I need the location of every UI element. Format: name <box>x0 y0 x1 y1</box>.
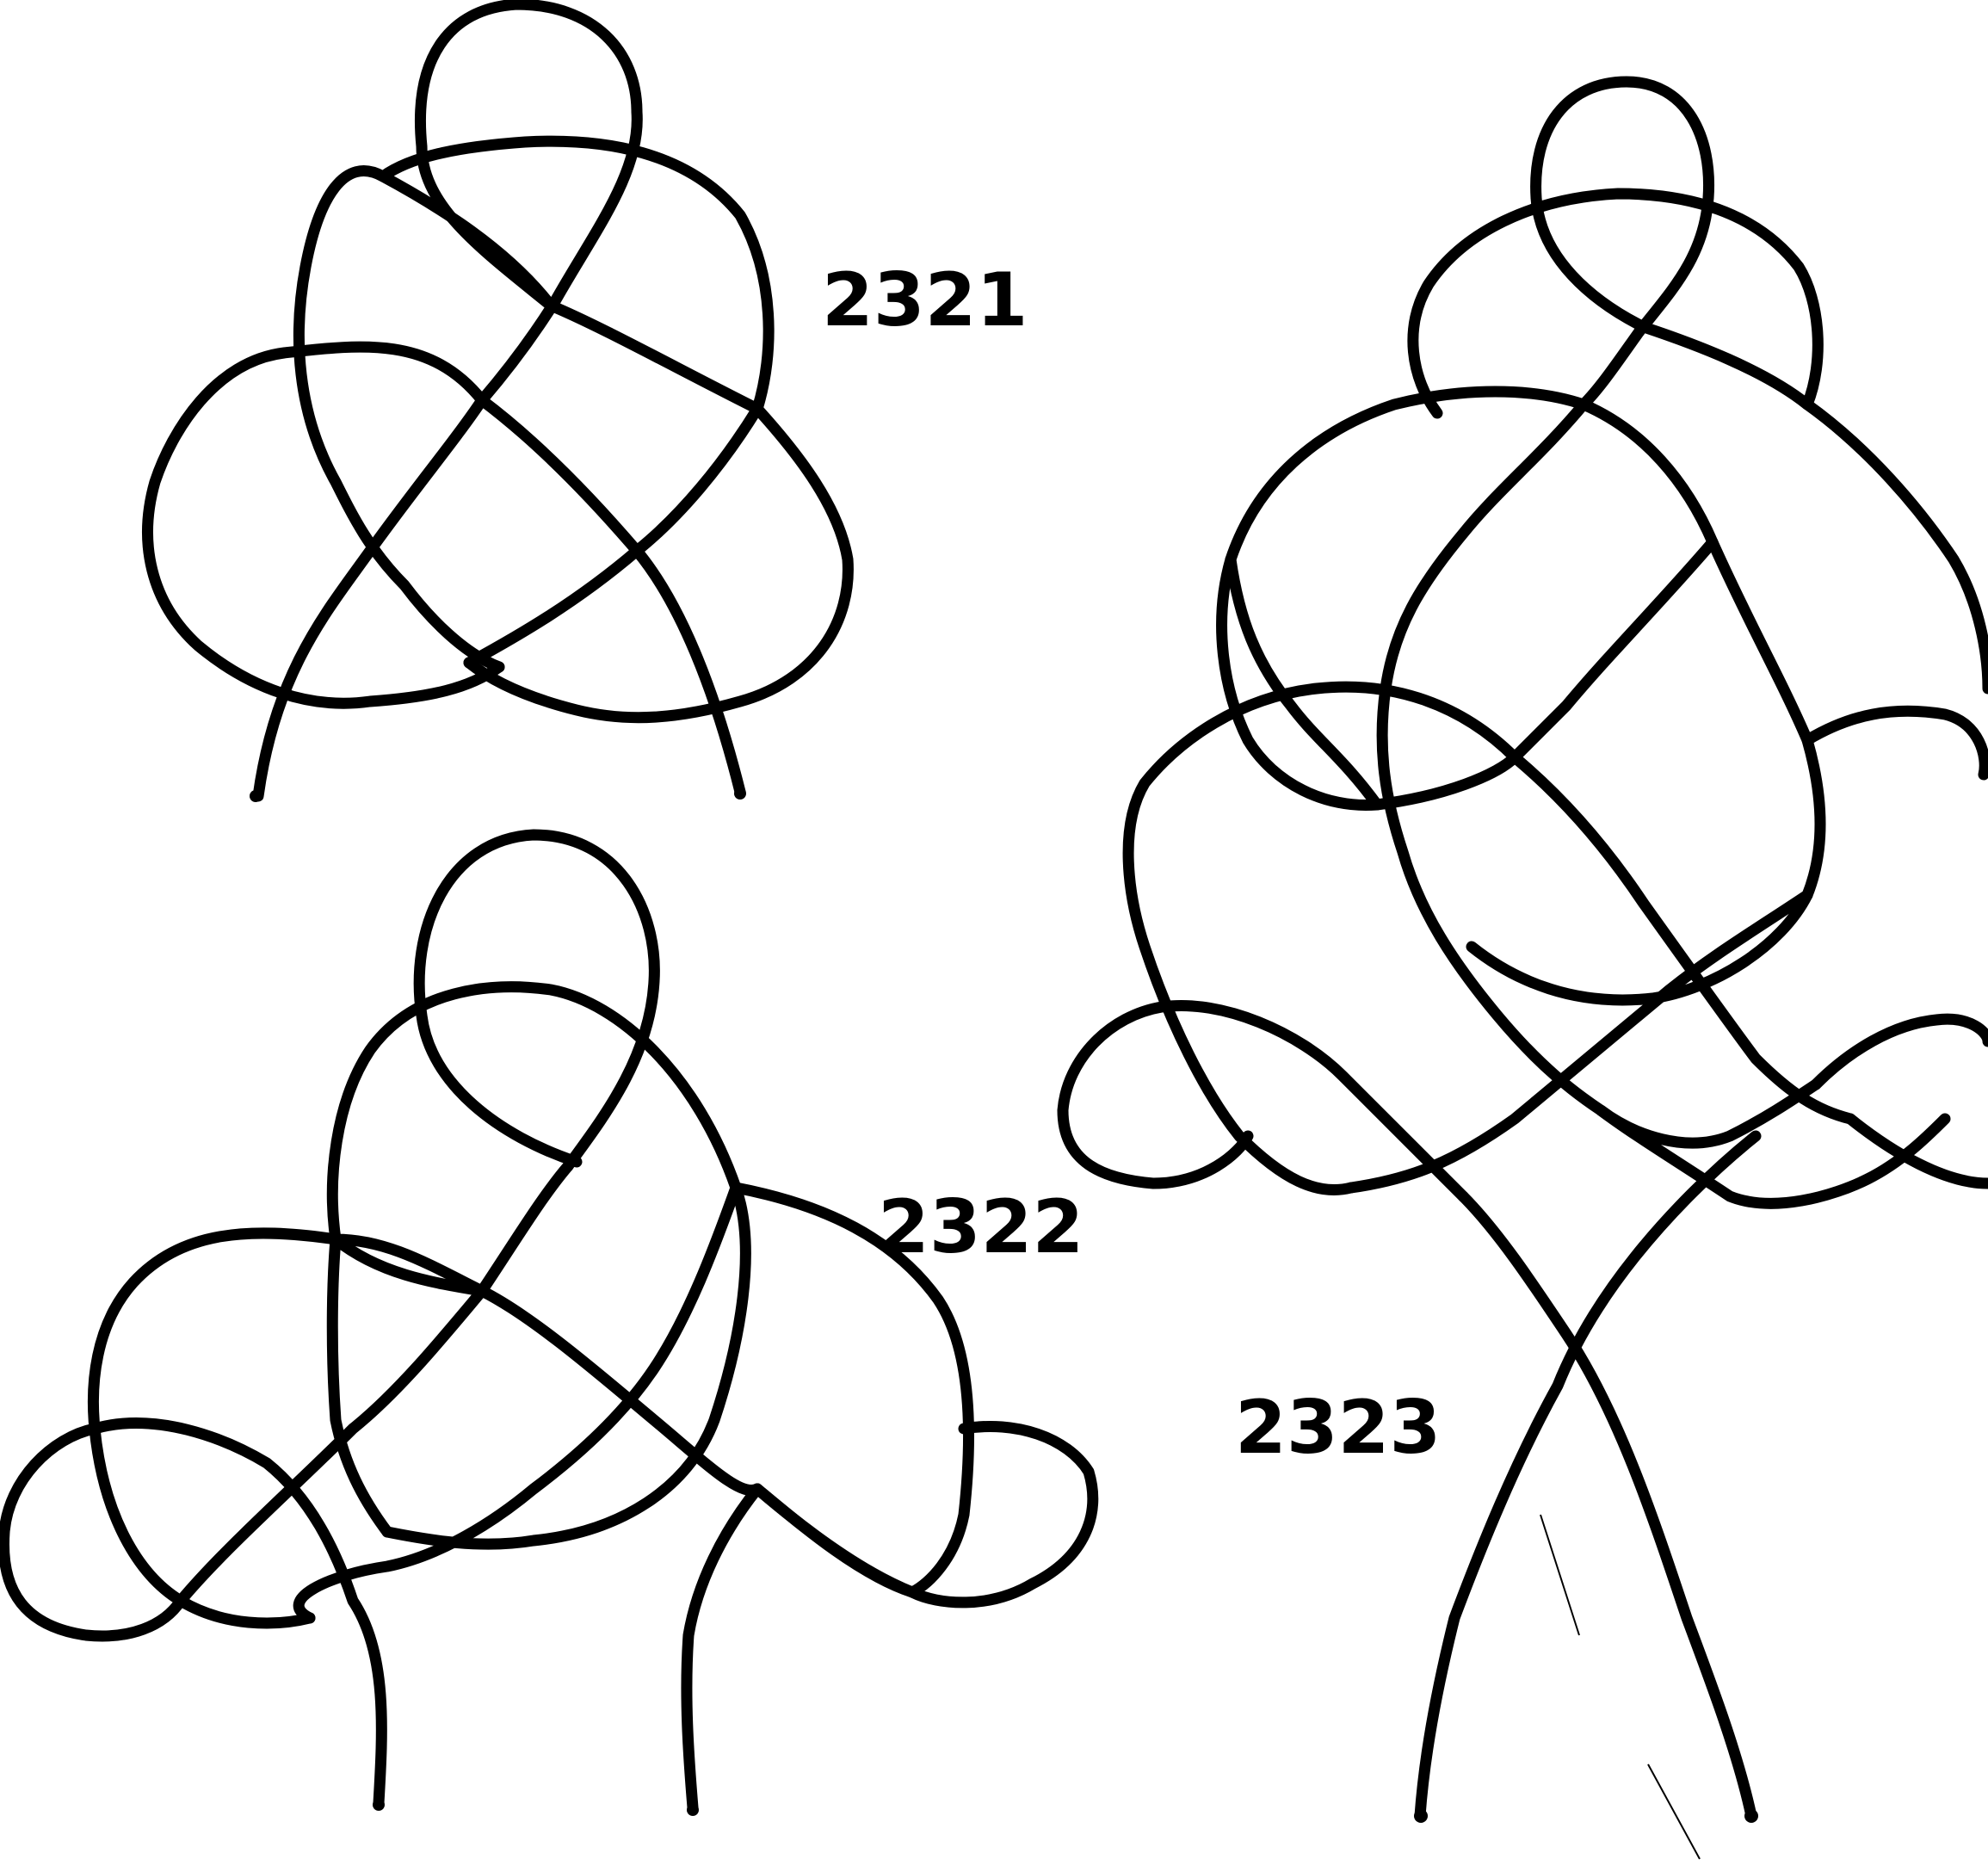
knot-2323-right-leg <box>1420 1136 1756 1816</box>
label-2323: 2323 <box>1235 1385 1441 1471</box>
label-2321: 2321 <box>822 257 1028 343</box>
knot-2321-left-lobe <box>148 347 499 703</box>
knot-2321 <box>148 4 849 796</box>
knot-2321-right-lobe <box>469 409 848 718</box>
knot-2323-left-end <box>1414 1809 1428 1823</box>
faint-line-b <box>1648 1764 1700 1859</box>
knot-2322 <box>3 835 1092 1807</box>
faint-line-a <box>1540 1515 1579 1635</box>
knot-2323-bottom-band <box>1601 1084 1816 1143</box>
knot-2321-diagonal-b <box>482 400 740 792</box>
knot-2323-left-lobe <box>1128 687 1515 1189</box>
knot-2323-far-left-ear <box>1063 1007 1248 1183</box>
knot-2323-cross-band <box>1515 542 1850 1119</box>
knot-2323-faint-guide-lines <box>1540 1515 1700 1859</box>
knot-2323 <box>1063 82 1988 1816</box>
knot-2322-left-inner <box>332 1239 387 1532</box>
knot-2323-diagonal-b <box>1807 404 1988 689</box>
label-2322: 2322 <box>878 1184 1084 1270</box>
knot-2322-right-leg <box>687 1489 757 1807</box>
knot-2322-top-loop <box>419 835 654 1166</box>
knot-2323-ends <box>1414 1809 1758 1823</box>
knot-2323-second-ring <box>1413 194 1818 413</box>
knot-2323-right-lobe <box>1807 711 1985 775</box>
knot-2321-left-end <box>250 790 262 802</box>
knot-2322-left-end <box>373 1799 385 1811</box>
knot-2322-right-end <box>687 1804 699 1816</box>
knot-2322-ends <box>373 1799 699 1816</box>
knot-2322-far-right-ear <box>757 1426 1093 1602</box>
knot-2321-right-end <box>734 787 746 800</box>
knot-2322-far-left-ear-cross <box>95 1423 381 1803</box>
knot-2323-right-end <box>1744 1809 1758 1823</box>
knot-2321-ends <box>250 787 746 802</box>
knot-2321-cross-left <box>469 409 757 663</box>
knot-2322-far-left-ear <box>3 1429 181 1636</box>
